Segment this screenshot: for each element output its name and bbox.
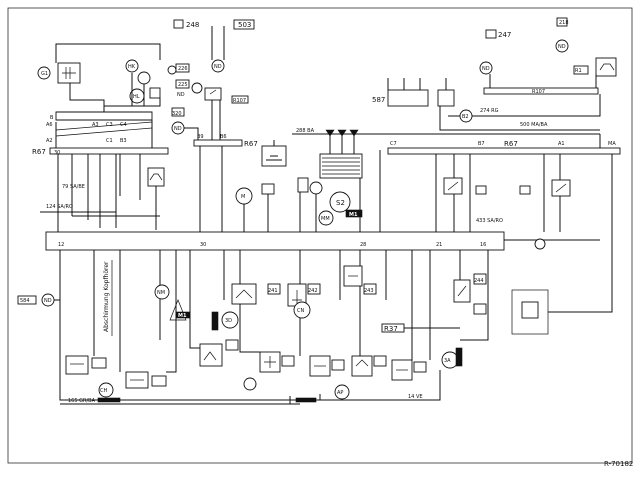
component-circle-2 (137, 71, 151, 85)
component-hk (125, 59, 139, 73)
svg-text:C1: C1 (106, 138, 113, 144)
svg-text:C3: C3 (106, 122, 113, 128)
svg-text:ND: ND (44, 298, 52, 304)
shield-note: Abschirmung Kopfhörer (103, 261, 110, 332)
label-320: 320 (172, 111, 182, 117)
svg-text:A2: A2 (46, 138, 53, 144)
central-bus (45, 231, 505, 251)
label-r67-left: R67 (32, 148, 46, 156)
svg-text:A1: A1 (558, 141, 565, 147)
svg-text:79 SA/BE: 79 SA/BE (62, 184, 85, 190)
label-226: 226 (178, 66, 188, 72)
svg-text:ND: ND (214, 64, 222, 70)
component-ap (334, 384, 350, 400)
diagram-frame (7, 7, 633, 464)
svg-text:241: 241 (268, 288, 278, 294)
svg-text:B7: B7 (478, 141, 485, 147)
svg-text:288 BA: 288 BA (296, 128, 315, 134)
diagram-reference: R-70182 (604, 460, 633, 468)
component-503 (233, 19, 255, 30)
component-s2 (329, 191, 351, 213)
svg-text:500 MA/BA: 500 MA/BA (520, 122, 548, 128)
label-3d: 3D (225, 318, 232, 324)
svg-text:C4: C4 (120, 122, 127, 128)
component-mm (318, 210, 334, 226)
label-r67-right: R67 (504, 140, 518, 148)
component-ch (98, 382, 114, 398)
svg-text:MA: MA (608, 141, 616, 147)
label-b2: B2 (462, 114, 469, 120)
component-nm (154, 284, 170, 300)
label-584: 584 (20, 298, 30, 304)
label-r67-mid: R67 (244, 140, 258, 148)
svg-text:R1: R1 (575, 68, 582, 74)
label-mm: MM (321, 216, 330, 222)
label-247: 247 (498, 31, 511, 39)
label-cn: CN (297, 308, 304, 314)
svg-text:M1: M1 (178, 313, 187, 319)
svg-text:B6: B6 (220, 134, 227, 140)
connector-r107-right (483, 87, 599, 95)
connector-r67-left (49, 147, 169, 155)
label-r37: R37 (384, 325, 398, 333)
svg-text:21: 21 (436, 242, 442, 248)
svg-text:16: 16 (480, 242, 486, 248)
svg-text:HL: HL (133, 94, 140, 100)
connector-r67-mid (193, 139, 243, 147)
component-circle-tl (37, 66, 51, 80)
svg-text:30: 30 (200, 242, 206, 248)
label-218: 218 (559, 20, 569, 26)
connector-r107-top (231, 95, 249, 104)
svg-text:12: 12 (58, 242, 64, 248)
label-r107-right: R107 (532, 89, 545, 95)
component-cn (293, 301, 311, 319)
connector-r67-right (387, 147, 621, 155)
svg-text:B: B (50, 115, 54, 121)
label-ap: AP (337, 390, 343, 396)
svg-text:G1: G1 (41, 71, 48, 77)
label-503: 503 (238, 21, 251, 29)
svg-text:243: 243 (364, 288, 374, 294)
label-ch: CH (100, 388, 107, 394)
label-3a: 3A (444, 358, 451, 364)
svg-text:M: M (241, 194, 245, 200)
svg-text:433 SA/RO: 433 SA/RO (476, 218, 503, 224)
label-225: 225 (178, 82, 188, 88)
component-3d (221, 311, 239, 329)
svg-text:B3: B3 (120, 138, 127, 144)
svg-text:14 VE: 14 VE (408, 394, 423, 400)
svg-text:M1: M1 (349, 212, 358, 218)
connector-m1-a (345, 209, 363, 218)
svg-text:242: 242 (308, 288, 318, 294)
svg-text:B9: B9 (197, 134, 204, 140)
svg-text:244: 244 (474, 278, 484, 284)
label-248: 248 (186, 21, 199, 29)
svg-text:ND: ND (177, 92, 185, 98)
label-nm: NM (157, 290, 165, 296)
svg-text:A6: A6 (46, 122, 53, 128)
svg-text:30: 30 (54, 150, 60, 156)
svg-text:ND: ND (558, 44, 566, 50)
svg-text:C7: C7 (390, 141, 397, 147)
label-hk: HK (128, 64, 136, 70)
label-r107-top: R107 (233, 98, 246, 104)
svg-text:A3: A3 (92, 122, 99, 128)
svg-text:124 SA/RO: 124 SA/RO (46, 204, 73, 210)
svg-text:ND: ND (482, 66, 490, 72)
svg-text:ND: ND (174, 126, 182, 132)
label-587: 587 (372, 96, 385, 104)
svg-text:28: 28 (360, 242, 366, 248)
svg-text:165 GR/BA: 165 GR/BA (68, 398, 96, 404)
svg-text:274 RG: 274 RG (480, 108, 499, 114)
label-s2: S2 (336, 199, 345, 207)
